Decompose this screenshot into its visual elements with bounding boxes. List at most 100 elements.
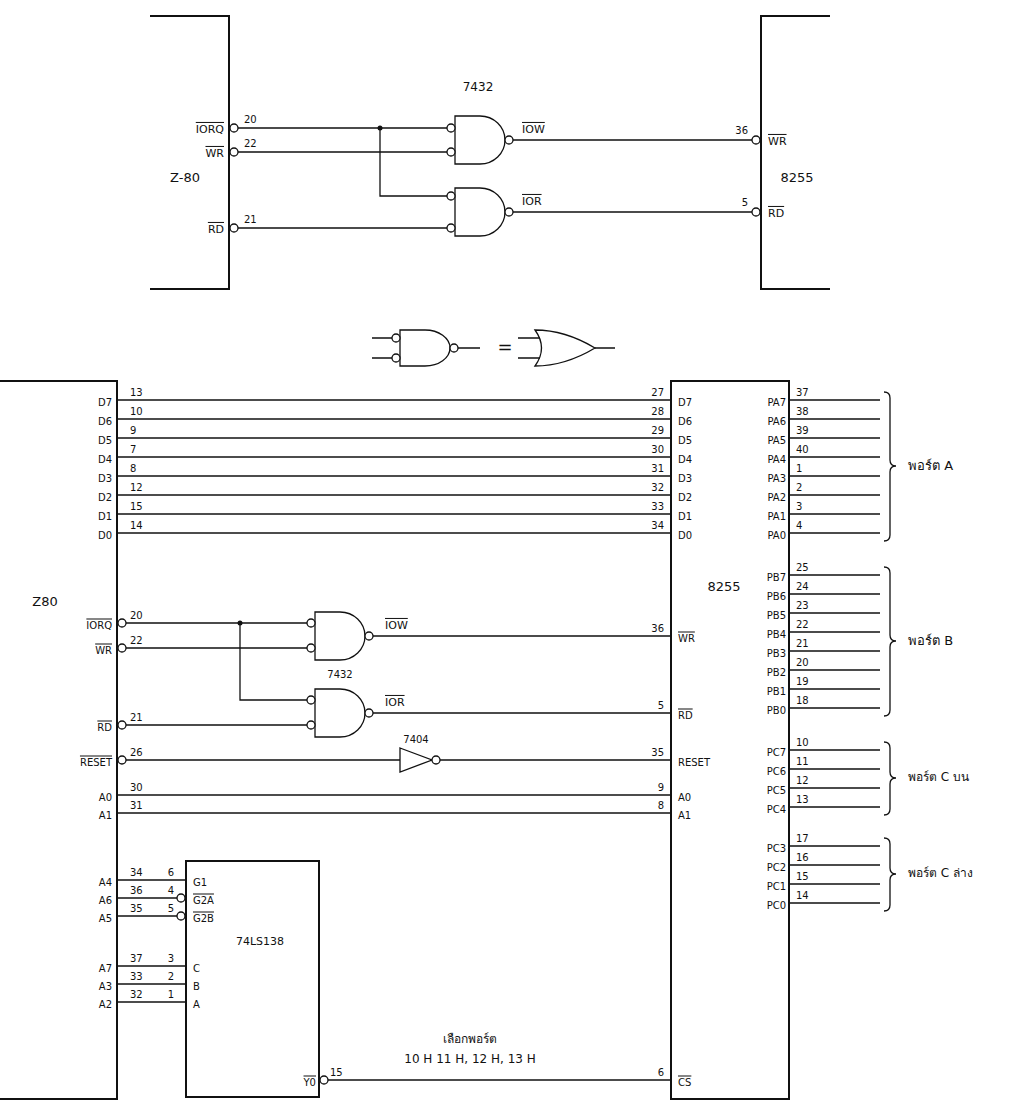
inversion-bubble bbox=[307, 644, 315, 652]
nand-gate bbox=[400, 330, 450, 366]
bus-wire bbox=[118, 494, 670, 495]
pin-name: RESET bbox=[678, 757, 710, 768]
pin-name: PA4 bbox=[767, 454, 786, 465]
pin-number: 36 bbox=[735, 125, 748, 136]
pin-name: PB7 bbox=[767, 572, 786, 583]
pin-number: 14 bbox=[796, 890, 809, 901]
junction-dot bbox=[378, 126, 383, 131]
pin-name: B bbox=[193, 981, 200, 992]
pin-name: RD bbox=[208, 224, 224, 236]
pin-name: PB0 bbox=[767, 705, 786, 716]
inversion-bubble bbox=[118, 619, 126, 627]
signal-label: = bbox=[497, 337, 512, 357]
or-gate bbox=[315, 689, 365, 737]
ppi-chip: 8255D7D6D5D4D3D2D1D0WRRDRESETA0A1CSPA7PA… bbox=[670, 380, 790, 1100]
pin-number: 33 bbox=[130, 971, 143, 982]
pin-number: 22 bbox=[130, 635, 143, 646]
inversion-bubble bbox=[307, 619, 315, 627]
pin-number: 40 bbox=[796, 444, 809, 455]
pin-name: Y0 bbox=[304, 1077, 316, 1088]
pin-number: 20 bbox=[244, 114, 257, 125]
pin-number: 7 bbox=[130, 444, 136, 455]
junction-dot bbox=[238, 621, 243, 626]
pin-name: CS bbox=[678, 1077, 691, 1088]
pin-name: D2 bbox=[98, 492, 112, 503]
inversion-bubble bbox=[118, 756, 126, 764]
signal-label: 10 H 11 H, 12 H, 13 H bbox=[404, 1053, 536, 1066]
bus-wire bbox=[118, 456, 670, 457]
pin-number: 13 bbox=[796, 794, 809, 805]
inversion-bubble bbox=[752, 136, 760, 144]
pin-number: 34 bbox=[130, 867, 143, 878]
pin-name: D6 bbox=[678, 416, 692, 427]
or-gate bbox=[315, 612, 365, 660]
inversion-bubble bbox=[230, 148, 238, 156]
pin-name: D0 bbox=[98, 530, 112, 541]
bus-wire bbox=[118, 418, 670, 419]
pin-name: PB3 bbox=[767, 648, 786, 659]
pin-number: 39 bbox=[796, 425, 809, 436]
pin-number: 8 bbox=[130, 463, 136, 474]
pin-number: 3 bbox=[796, 501, 802, 512]
pin-number: 30 bbox=[130, 782, 143, 793]
bus-wire bbox=[118, 513, 670, 514]
pin-number: 17 bbox=[796, 833, 809, 844]
cpu-chip: Z-80IORQWRRD bbox=[150, 15, 230, 290]
inversion-bubble bbox=[392, 334, 400, 342]
inversion-bubble bbox=[320, 1076, 328, 1084]
port-wire bbox=[790, 400, 880, 903]
pin-name: RD bbox=[678, 710, 693, 721]
pin-number: 13 bbox=[130, 387, 143, 398]
pin-number: 5 bbox=[168, 903, 174, 914]
pin-number: 18 bbox=[796, 695, 809, 706]
signal-label: IOW bbox=[522, 124, 545, 136]
pin-number: 22 bbox=[244, 138, 257, 149]
pin-name: RD bbox=[97, 722, 112, 733]
pin-number: 37 bbox=[130, 953, 143, 964]
pin-number: 7432 bbox=[327, 669, 352, 680]
pin-number: 7432 bbox=[463, 81, 494, 94]
pin-name: IORQ bbox=[86, 620, 112, 631]
pin-name: A3 bbox=[99, 981, 112, 992]
or-gate bbox=[455, 116, 505, 164]
pin-name: PC4 bbox=[767, 804, 786, 815]
inversion-bubble bbox=[365, 632, 373, 640]
pin-number: 28 bbox=[651, 406, 664, 417]
pin-name: PC6 bbox=[767, 766, 786, 777]
pin-number: 36 bbox=[651, 623, 664, 634]
inversion-bubble bbox=[450, 344, 458, 352]
pin-number: 15 bbox=[330, 1067, 343, 1078]
pin-name: D3 bbox=[98, 473, 112, 484]
pin-name: A bbox=[193, 999, 200, 1010]
pin-name: PA0 bbox=[767, 530, 786, 541]
bus-wire bbox=[118, 983, 185, 984]
pin-number: 29 bbox=[651, 425, 664, 436]
pin-number: 35 bbox=[130, 903, 143, 914]
bus-wire bbox=[118, 897, 185, 898]
pin-name: A4 bbox=[99, 877, 112, 888]
signal-label: เลือกพอร์ต bbox=[443, 1033, 497, 1046]
pin-name: PA3 bbox=[767, 473, 786, 484]
pin-number: 16 bbox=[796, 852, 809, 863]
pin-name: A1 bbox=[99, 810, 112, 821]
pin-number: 7404 bbox=[403, 734, 428, 745]
pin-number: 2 bbox=[168, 971, 174, 982]
pin-name: G2A bbox=[193, 895, 214, 906]
inversion-bubble bbox=[177, 912, 185, 920]
pin-number: 14 bbox=[130, 520, 143, 531]
pin-name: WR bbox=[205, 148, 224, 160]
inversion-bubble bbox=[365, 709, 373, 717]
bus-wire bbox=[118, 399, 670, 400]
pin-name: D0 bbox=[678, 530, 692, 541]
pin-number: 15 bbox=[796, 871, 809, 882]
chip-name: Z80 bbox=[32, 595, 57, 609]
pin-number: 12 bbox=[130, 482, 143, 493]
pin-name: PB4 bbox=[767, 629, 786, 640]
pin-name: D7 bbox=[678, 397, 692, 408]
inverter-gate bbox=[400, 748, 432, 772]
inversion-bubble bbox=[230, 224, 238, 232]
inversion-bubble bbox=[447, 148, 455, 156]
pin-number: 3 bbox=[168, 953, 174, 964]
pin-number: 9 bbox=[658, 782, 664, 793]
